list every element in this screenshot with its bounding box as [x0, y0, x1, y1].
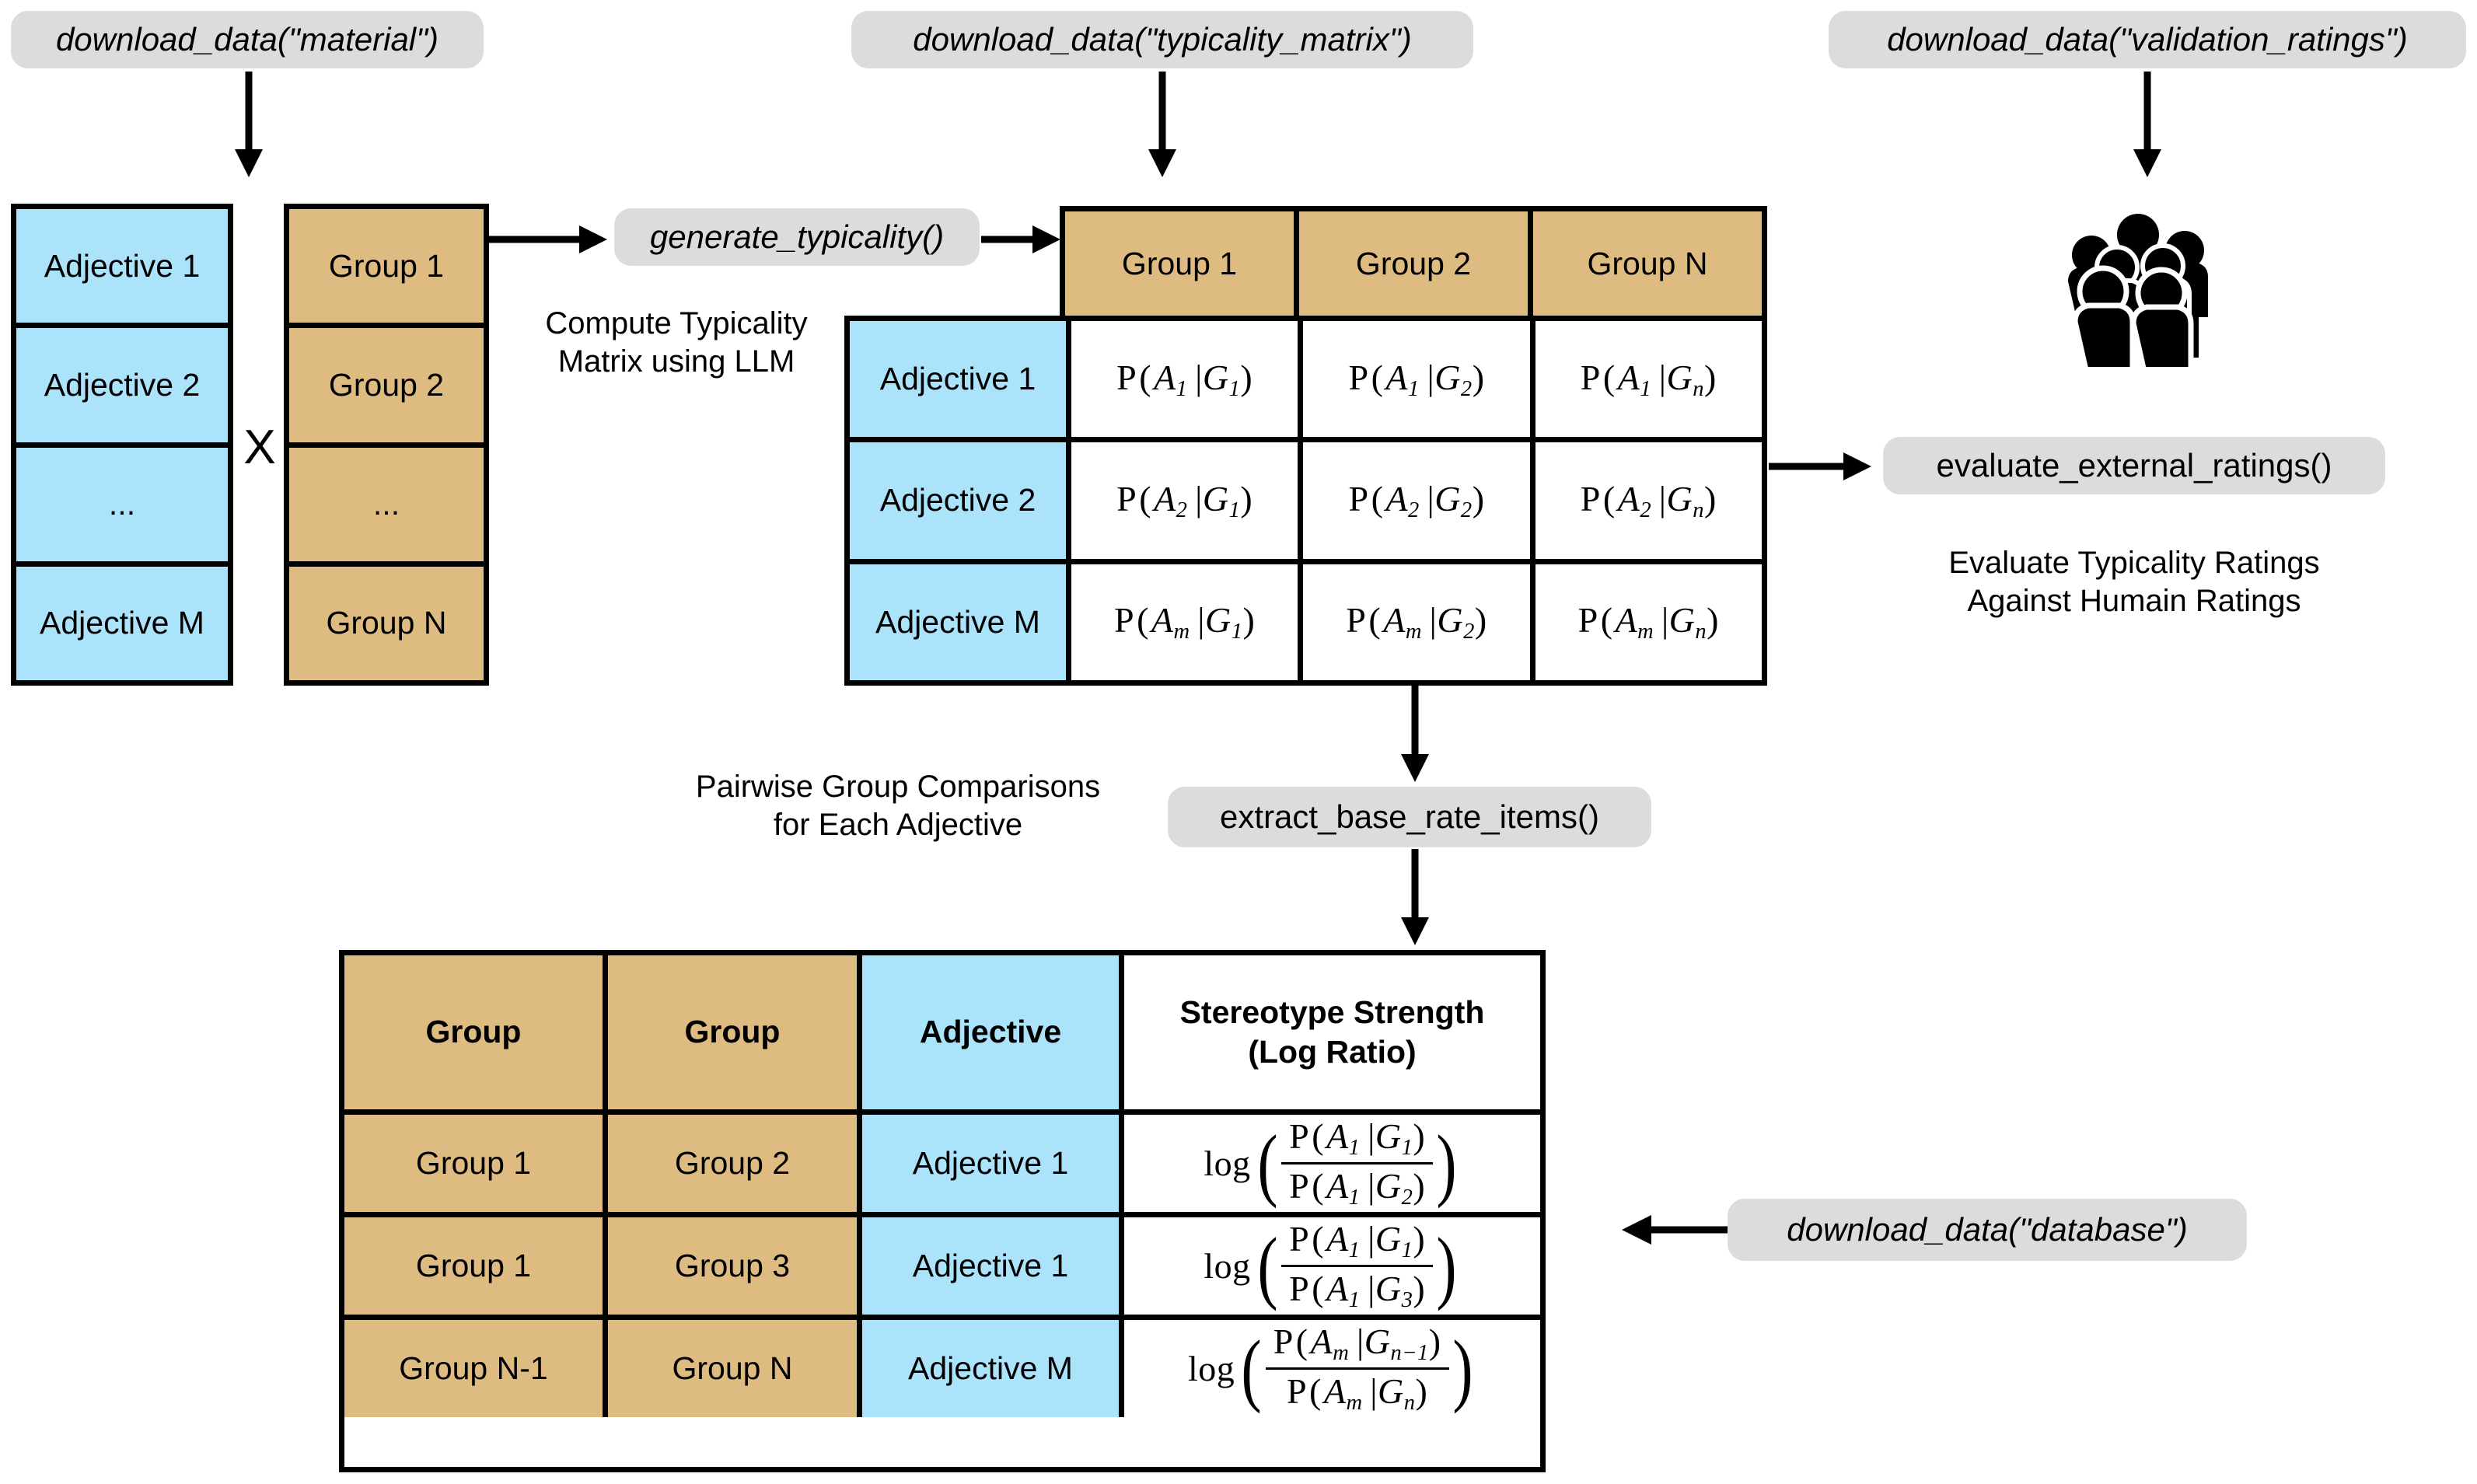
arrow-typicality-matrix-down [1148, 72, 1176, 177]
adjective-cell[interactable]: Adjective M [16, 566, 228, 680]
results-table-row[interactable]: Group 1 Group 3 Adjective 1 log( P(A1 |G… [344, 1217, 1540, 1320]
matrix-cell[interactable]: P(Am |G2) [1303, 564, 1535, 680]
results-table: Group Group Adjective Stereotype Strengt… [339, 950, 1546, 1472]
matrix-row-label[interactable]: Adjective 2 [850, 442, 1071, 559]
results-table-header-row: Group Group Adjective Stereotype Strengt… [344, 955, 1540, 1115]
cell-stereotype-strength[interactable]: log( P(Am |Gn−1) P(Am |Gn) ) [1124, 1319, 1540, 1417]
adjective-cell[interactable]: Adjective 1 [16, 209, 228, 329]
results-header-line1: Stereotype Strength [1179, 993, 1485, 1030]
arrow-validation-ratings-down [2133, 72, 2161, 177]
cell-adjective[interactable]: Adjective M [862, 1319, 1124, 1417]
arrow-groups-to-generate-typicality [489, 225, 607, 253]
cell-stereotype-strength[interactable]: log( P(A1 |G1) P(A1 |G3) ) [1124, 1217, 1540, 1315]
adjective-cell[interactable]: Adjective 2 [16, 328, 228, 448]
cell-group-a[interactable]: Group N-1 [344, 1319, 608, 1417]
matrix-row: Adjective M P(Am |G1) P(Am |G2) P(Am |Gn… [850, 564, 1762, 680]
adjective-cell[interactable]: ... [16, 447, 228, 567]
matrix-cell[interactable]: P(A1 |G2) [1303, 321, 1535, 438]
arrow-database-to-table [1622, 1215, 1734, 1245]
cell-group-a[interactable]: Group 1 [344, 1217, 608, 1315]
matrix-row: Adjective 2 P(A2 |G1) P(A2 |G2) P(A2 |Gn… [850, 442, 1762, 564]
caption-compute-typicality: Compute Typicality Matrix using LLM [545, 306, 808, 379]
results-header-stereotype-strength: Stereotype Strength (Log Ratio) [1124, 955, 1540, 1109]
cell-group-b[interactable]: Group 2 [608, 1115, 862, 1212]
matrix-cell[interactable]: P(Am |Gn) [1535, 564, 1762, 680]
pill-download-typicality-matrix[interactable]: download_data("typicality_matrix") [851, 11, 1473, 68]
pill-evaluate-external-ratings[interactable]: evaluate_external_ratings() [1883, 437, 2385, 494]
cell-adjective[interactable]: Adjective 1 [862, 1217, 1124, 1315]
adjective-stack: Adjective 1 Adjective 2 ... Adjective M [11, 204, 233, 686]
results-table-row[interactable]: Group 1 Group 2 Adjective 1 log( P(A1 |G… [344, 1115, 1540, 1217]
cell-adjective[interactable]: Adjective 1 [862, 1115, 1124, 1212]
results-table-row[interactable]: Group N-1 Group N Adjective M log( P(Am … [344, 1319, 1540, 1417]
matrix-col-header[interactable]: Group 1 [1065, 211, 1299, 316]
matrix-cell[interactable]: P(A2 |Gn) [1535, 442, 1762, 559]
cell-group-b[interactable]: Group 3 [608, 1217, 862, 1315]
group-cell[interactable]: Group 2 [289, 328, 484, 448]
matrix-col-header[interactable]: Group 2 [1299, 211, 1533, 316]
typicality-matrix-header: Group 1 Group 2 Group N [1060, 206, 1767, 321]
cross-product-operator: X [243, 421, 276, 474]
arrow-material-down [235, 72, 263, 177]
pill-download-validation-ratings[interactable]: download_data("validation_ratings") [1829, 11, 2466, 68]
caption-evaluate-ratings: Evaluate Typicality Ratings Against Huma… [1948, 546, 2320, 618]
group-cell[interactable]: Group 1 [289, 209, 484, 329]
matrix-col-header[interactable]: Group N [1533, 211, 1762, 316]
pill-extract-base-rate-items[interactable]: extract_base_rate_items() [1168, 787, 1651, 847]
results-header-group-a: Group [344, 955, 608, 1109]
arrow-matrix-to-extract [1401, 686, 1429, 782]
results-header-group-b: Group [608, 955, 862, 1109]
people-group-icon [2029, 204, 2247, 409]
matrix-row: Adjective 1 P(A1 |G1) P(A1 |G2) P(A1 |Gn… [850, 321, 1762, 443]
group-stack: Group 1 Group 2 ... Group N [284, 204, 489, 686]
matrix-cell[interactable]: P(A1 |G1) [1071, 321, 1304, 438]
arrow-generate-typicality-to-matrix [981, 225, 1060, 253]
matrix-row-label[interactable]: Adjective 1 [850, 321, 1071, 438]
group-cell[interactable]: Group N [289, 566, 484, 680]
pill-download-material[interactable]: download_data("material") [11, 11, 484, 68]
cell-group-b[interactable]: Group N [608, 1319, 862, 1417]
matrix-cell[interactable]: P(A1 |Gn) [1535, 321, 1762, 438]
cell-stereotype-strength[interactable]: log( P(A1 |G1) P(A1 |G2) ) [1124, 1115, 1540, 1212]
matrix-row-label[interactable]: Adjective M [850, 564, 1071, 680]
arrow-extract-to-table [1401, 849, 1429, 945]
group-cell[interactable]: ... [289, 447, 484, 567]
pill-generate-typicality[interactable]: generate_typicality() [614, 208, 980, 266]
matrix-cell[interactable]: P(A2 |G2) [1303, 442, 1535, 559]
caption-pairwise-comparisons: Pairwise Group Comparisons for Each Adje… [695, 770, 1101, 842]
typicality-matrix-body: Adjective 1 P(A1 |G1) P(A1 |G2) P(A1 |Gn… [844, 316, 1767, 686]
cell-group-a[interactable]: Group 1 [344, 1115, 608, 1212]
arrow-matrix-to-evaluate [1769, 452, 1871, 480]
results-header-line2: (Log Ratio) [1248, 1034, 1417, 1070]
results-header-adjective: Adjective [862, 955, 1124, 1109]
matrix-cell[interactable]: P(Am |G1) [1071, 564, 1304, 680]
matrix-cell[interactable]: P(A2 |G1) [1071, 442, 1304, 559]
pill-download-database[interactable]: download_data("database") [1728, 1199, 2247, 1261]
